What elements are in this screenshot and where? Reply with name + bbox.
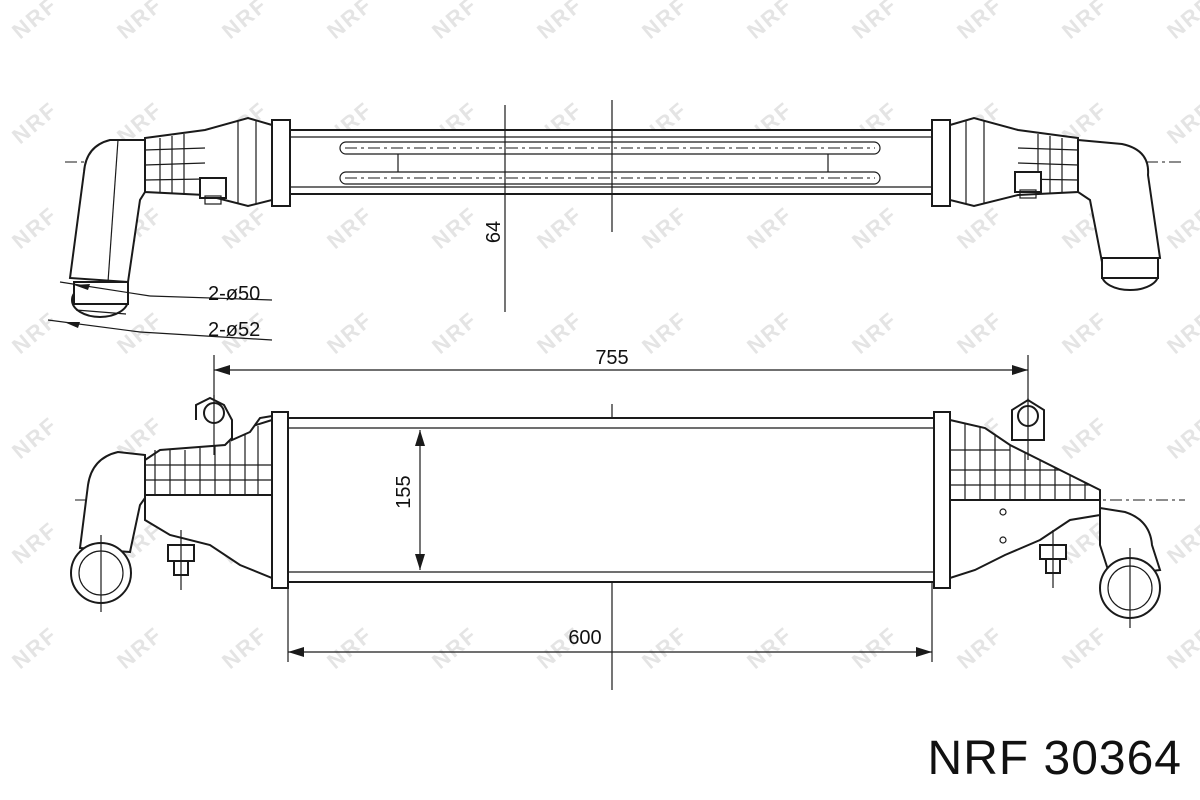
- dim-diameter-50-label: 2-ø50: [208, 283, 260, 305]
- watermark-text: NRF: [952, 622, 1007, 674]
- watermark-text: NRF: [532, 0, 587, 44]
- watermark-text: NRF: [217, 622, 272, 674]
- watermark-text: NRF: [742, 202, 797, 254]
- watermark-text: NRF: [637, 307, 692, 359]
- watermark-text: NRF: [7, 622, 62, 674]
- watermark-text: NRF: [217, 0, 272, 44]
- watermark-text: NRF: [1162, 517, 1200, 569]
- watermark-text: NRF: [322, 202, 377, 254]
- dim-height-core-label: 155: [393, 475, 415, 508]
- watermark-text: NRF: [847, 202, 902, 254]
- watermark-text: NRF: [112, 622, 167, 674]
- watermark-text: NRF: [7, 307, 62, 359]
- watermark-text: NRF: [847, 0, 902, 44]
- watermark-text: NRF: [7, 0, 62, 44]
- watermark-text: NRF: [217, 202, 272, 254]
- watermark-text: NRF: [1162, 202, 1200, 254]
- watermark-text: NRF: [7, 412, 62, 464]
- watermark-text: NRF: [7, 202, 62, 254]
- watermark-text: NRF: [7, 517, 62, 569]
- watermark-text: NRF: [322, 307, 377, 359]
- watermark-text: NRF: [427, 307, 482, 359]
- watermark-text: NRF: [952, 307, 1007, 359]
- dim-diameter-52-label: 2-ø52: [208, 319, 260, 341]
- watermark-text: NRF: [952, 202, 1007, 254]
- watermark-text: NRF: [322, 622, 377, 674]
- watermark-text: NRF: [427, 0, 482, 44]
- dim-length-overall-label: 755: [595, 347, 628, 369]
- watermark-text: NRF: [952, 0, 1007, 44]
- watermark-text: NRF: [427, 622, 482, 674]
- watermark-text: NRF: [1162, 97, 1200, 149]
- top-view: [47, 100, 1185, 341]
- watermark-text: NRF: [322, 0, 377, 44]
- watermark-text: NRF: [742, 622, 797, 674]
- watermark-text: NRF: [532, 307, 587, 359]
- part-number-label: NRF 30364: [927, 732, 1182, 785]
- watermark-text: NRF: [847, 307, 902, 359]
- watermark-text: NRF: [1057, 307, 1112, 359]
- watermark-text: NRF: [427, 202, 482, 254]
- watermark-text: NRF: [1162, 412, 1200, 464]
- dim-height-top-label: 64: [483, 221, 505, 243]
- watermark-text: NRF: [532, 202, 587, 254]
- watermark-text: NRF: [637, 202, 692, 254]
- watermark-text: NRF: [1162, 622, 1200, 674]
- front-view: [70, 355, 1185, 690]
- watermark-text: NRF: [1057, 412, 1112, 464]
- watermark-text: NRF: [1057, 0, 1112, 44]
- left-tank-grid: [145, 426, 272, 495]
- dim-length-core-label: 600: [568, 627, 601, 649]
- watermark-text: NRF: [1162, 0, 1200, 44]
- watermark-text: NRF: [637, 0, 692, 44]
- watermark-text: NRF: [637, 622, 692, 674]
- watermark-text: NRF: [7, 97, 62, 149]
- watermark-text: NRF: [112, 0, 167, 44]
- watermark-text: NRF: [742, 0, 797, 44]
- watermark-text: NRF: [1162, 307, 1200, 359]
- watermark-text: NRF: [742, 307, 797, 359]
- watermark-text: NRF: [847, 622, 902, 674]
- watermark-text: NRF: [1057, 622, 1112, 674]
- right-tank-grid: [950, 424, 1090, 500]
